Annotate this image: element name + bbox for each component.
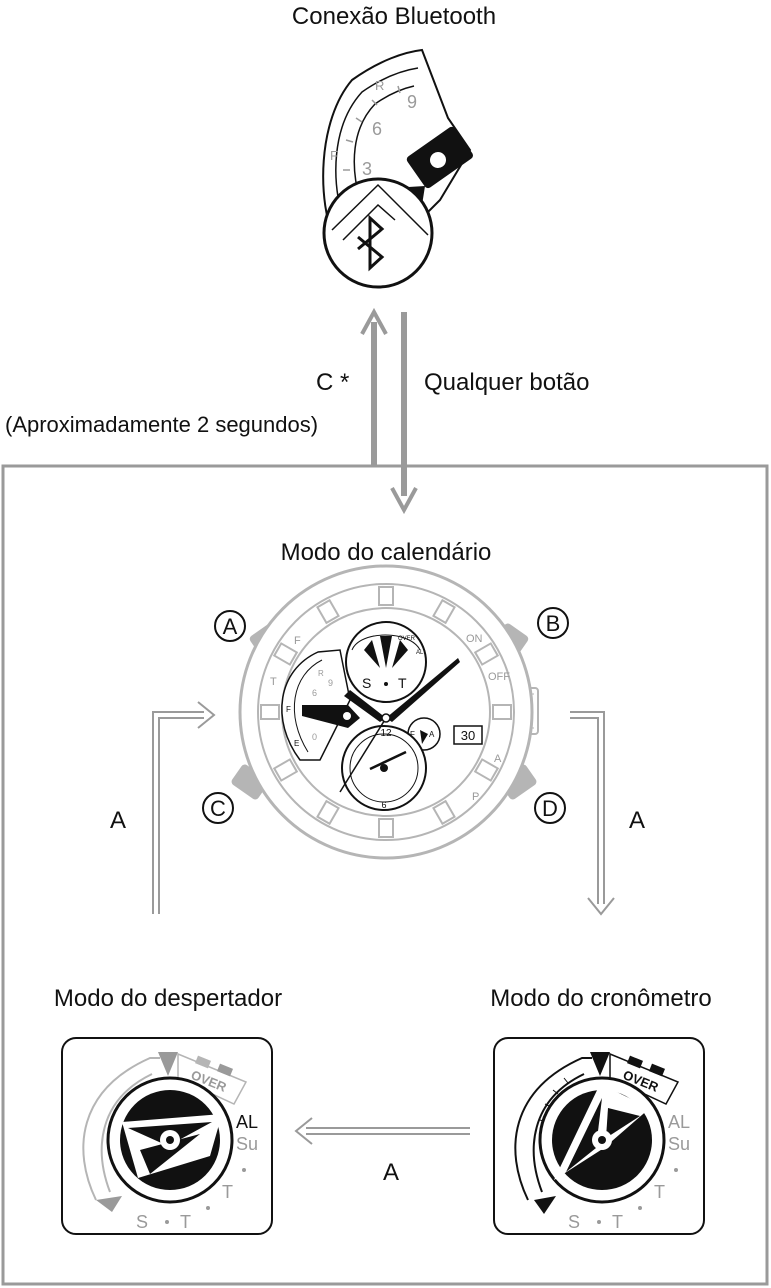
arrow-alarm-to-calendar [152, 701, 216, 914]
bluetooth-icon [357, 214, 385, 272]
six-marker: 6 [381, 800, 386, 810]
stopwatch-s: S [568, 1212, 580, 1232]
alarm-s: S [136, 1212, 148, 1232]
hour-index [432, 799, 456, 826]
sub-mark-0: 0 [312, 732, 317, 742]
stopwatch-dial-illustration: OVER AL Su T S T [493, 1037, 705, 1235]
arrow-to-bluetooth [360, 307, 388, 466]
top-sub-over: OVER [398, 636, 416, 642]
hour-index [378, 818, 394, 838]
arrow-calendar-to-stopwatch [570, 711, 615, 916]
button-b-marker: B [537, 607, 569, 639]
hour-index [272, 758, 299, 782]
arrow-from-bluetooth [390, 312, 418, 515]
alarm-t2: T [180, 1212, 191, 1232]
stopwatch-t: T [654, 1182, 665, 1202]
top-sub-s: S [362, 675, 371, 691]
alarm-su: Su [236, 1134, 258, 1154]
date-window: 30 [461, 728, 475, 743]
bt-mark-6: 6 [372, 119, 382, 139]
hold-duration-note: (Aproximadamente 2 segundos) [5, 412, 318, 437]
sub-mark-9: 9 [328, 678, 333, 688]
alarm-t: T [222, 1182, 233, 1202]
twelve-marker: 12 [380, 728, 392, 739]
stopwatch-su: Su [668, 1134, 690, 1154]
button-c-hold-label: C * [316, 369, 349, 396]
any-button-label: Qualquer botão [424, 369, 589, 396]
hour-index [492, 704, 512, 720]
hour-index [432, 598, 456, 625]
alarm-mode-title: Modo do despertador [54, 985, 282, 1012]
svg-text:B: B [546, 611, 561, 636]
button-a-marker: A [214, 610, 246, 642]
hour-index [260, 704, 280, 720]
bt-mark-3: 3 [362, 159, 372, 179]
cycle-label-bottom: A [383, 1159, 399, 1186]
sub-mark-6: 6 [312, 688, 317, 698]
bluetooth-dial-illustration: R 9 6 F 3 [322, 48, 473, 289]
hour-index [316, 598, 340, 625]
hour-index [378, 586, 394, 606]
top-sub-t: T [398, 675, 407, 691]
arrow-stopwatch-to-alarm [294, 1117, 470, 1145]
hour-indices [260, 586, 512, 838]
bt-mark-r: R [375, 78, 384, 93]
sub-mark-e: E [294, 739, 299, 748]
alarm-dial-illustration: OVER AL Su T S T [61, 1037, 273, 1235]
stopwatch-t2: T [612, 1212, 623, 1232]
small-dial-a: A [429, 730, 435, 739]
bluetooth-title: Conexão Bluetooth [292, 3, 496, 30]
alarm-al: AL [236, 1112, 258, 1132]
modes-frame [1, 464, 769, 1286]
small-dial-f: F [410, 730, 415, 739]
button-c-marker: C [202, 792, 234, 824]
svg-text:D: D [542, 796, 558, 821]
sub-mark-f: F [286, 705, 291, 714]
bt-mark-f: F [330, 148, 338, 163]
bezel-mark-off: OFF [488, 671, 510, 683]
svg-text:C: C [210, 796, 226, 821]
watch-illustration: T F ON OFF A P R 9 6 F 3 E 0 OVER AL S T… [231, 564, 539, 860]
top-sub-al: AL [416, 650, 424, 656]
cycle-label-left: A [110, 807, 126, 834]
stopwatch-mode-title: Modo do cronômetro [490, 985, 711, 1012]
bt-mark-9: 9 [407, 92, 417, 112]
hour-index [473, 758, 500, 782]
hour-index [272, 642, 299, 666]
hour-index [473, 642, 500, 666]
stopwatch-al: AL [668, 1112, 690, 1132]
button-d-marker: D [534, 792, 566, 824]
bezel-mark-a: A [494, 753, 502, 765]
bezel-mark-f: F [294, 635, 301, 647]
svg-text:A: A [223, 614, 238, 639]
bezel-mark-t: T [270, 676, 277, 688]
hour-index [316, 799, 340, 826]
cycle-label-right: A [629, 807, 645, 834]
bezel-mark-on: ON [466, 633, 483, 645]
bezel-mark-p: P [472, 791, 479, 803]
calendar-mode-title: Modo do calendário [281, 539, 492, 566]
sub-mark-r: R [318, 669, 324, 678]
